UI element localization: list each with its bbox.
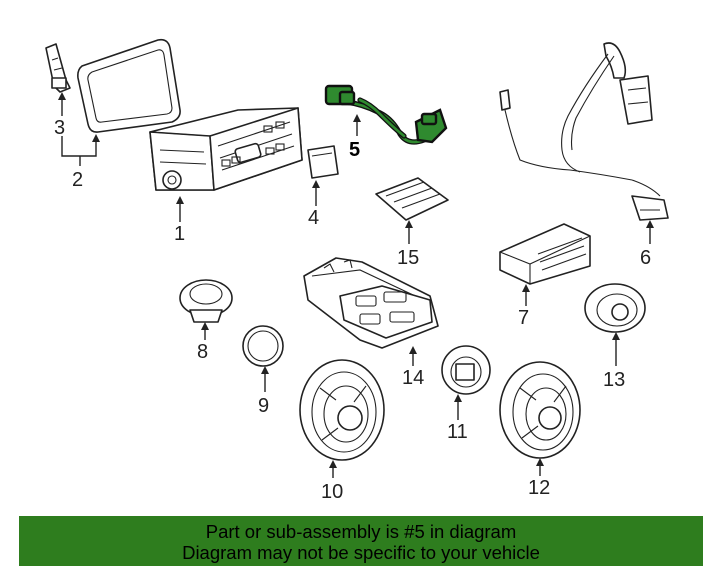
part-9-ring[interactable] — [242, 325, 284, 367]
banner-line-1: Part or sub-assembly is #5 in diagram — [205, 521, 517, 542]
part-1-radio-unit[interactable] — [149, 107, 303, 191]
callout-11: 11 — [447, 421, 468, 443]
callout-4: 4 — [308, 207, 319, 229]
part-6-antenna-cable[interactable] — [499, 42, 669, 221]
part-2-display[interactable] — [77, 38, 181, 133]
part-8-tweeter[interactable] — [179, 279, 233, 323]
part-5-harness-highlighted[interactable] — [324, 84, 448, 145]
callout-9: 9 — [258, 395, 269, 417]
part-3-bracket[interactable] — [45, 43, 71, 93]
banner-line-2: Diagram may not be specific to your vehi… — [182, 542, 540, 563]
callout-12: 12 — [528, 477, 550, 499]
callout-7: 7 — [518, 307, 529, 329]
part-4-card[interactable] — [307, 145, 339, 179]
callout-15: 15 — [397, 247, 419, 269]
part-11-small-speaker[interactable] — [441, 345, 491, 395]
part-10-woofer[interactable] — [299, 359, 385, 461]
part-7-amplifier[interactable] — [499, 223, 591, 285]
callout-6: 6 — [640, 247, 651, 269]
callout-1: 1 — [174, 223, 185, 245]
part-13-speaker[interactable] — [584, 283, 646, 333]
callout-13: 13 — [603, 369, 625, 391]
info-banner: Part or sub-assembly is #5 in diagram Di… — [19, 516, 703, 566]
callout-3: 3 — [54, 117, 65, 139]
callout-5: 5 — [349, 139, 360, 161]
leader-lines — [58, 92, 654, 478]
part-15-grille[interactable] — [375, 177, 449, 221]
part-12-woofer[interactable] — [499, 361, 581, 459]
callout-10: 10 — [321, 481, 343, 503]
part-14-console-bracket[interactable] — [303, 257, 439, 349]
callout-8: 8 — [197, 341, 208, 363]
callout-2: 2 — [72, 169, 83, 191]
callout-14: 14 — [402, 367, 424, 389]
